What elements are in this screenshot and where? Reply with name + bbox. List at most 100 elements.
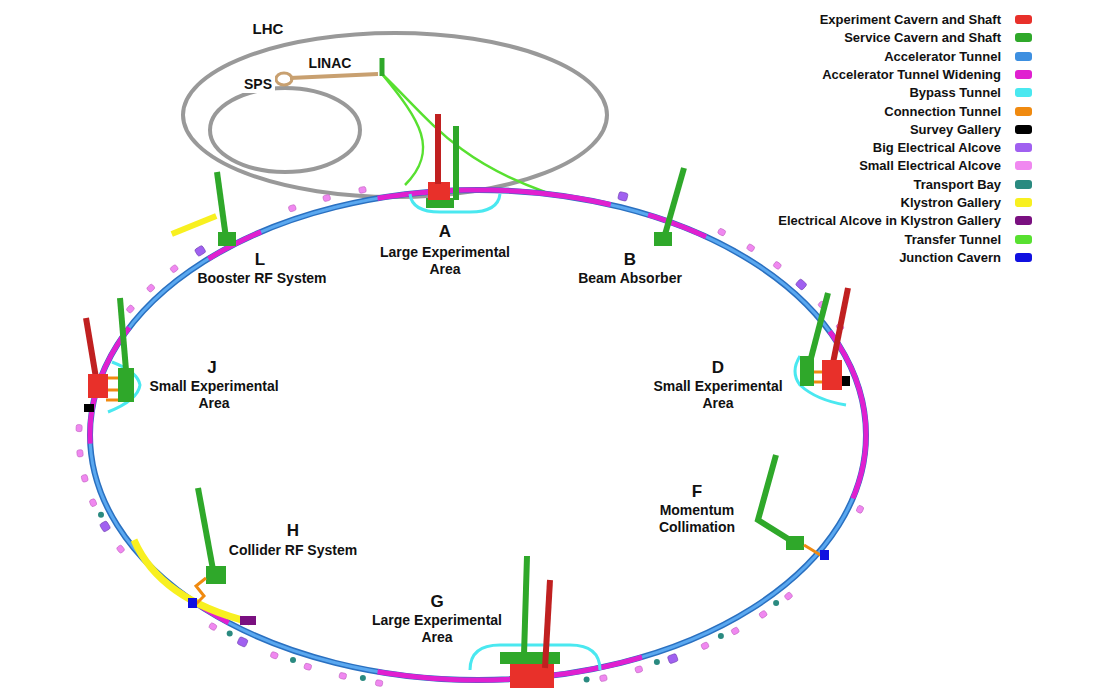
legend-text: Big Electrical Alcove: [873, 140, 1001, 155]
service-cavern: [786, 536, 804, 550]
area-label: Booster RF System: [187, 270, 337, 287]
small-electrical-alcove: [358, 186, 366, 193]
small-electrical-alcove: [717, 228, 726, 236]
legend-swatch: [1015, 161, 1032, 170]
service-shaft: [217, 172, 226, 238]
legend-swatch: [1015, 125, 1032, 134]
legend-row: Big Electrical Alcove: [873, 140, 1032, 155]
area-label: LINAC: [306, 55, 355, 72]
point-letter: B: [624, 250, 636, 270]
point-letter: J: [207, 358, 216, 378]
small-electrical-alcove: [208, 622, 217, 631]
klystron-gallery: [171, 213, 218, 237]
accelerator-tunnel: [90, 190, 866, 680]
experiment-cavern: [822, 360, 842, 390]
big-electrical-alcove: [795, 279, 807, 291]
legend-text: Bypass Tunnel: [909, 85, 1001, 100]
legend-swatch: [1015, 88, 1032, 97]
service-cavern: [118, 368, 134, 402]
legend-swatch: [1015, 198, 1032, 207]
legend-text: Connection Tunnel: [884, 104, 1001, 119]
legend-row: Junction Cavern: [899, 250, 1032, 265]
experiment-cavern: [428, 182, 450, 200]
junction-cavern: [188, 598, 197, 608]
big-electrical-alcove: [194, 245, 206, 257]
service-cavern: [206, 566, 226, 584]
bypass-tunnel: [108, 362, 140, 412]
point-letter: H: [287, 521, 299, 541]
transport-bay: [654, 659, 660, 665]
experiment-shaft: [545, 580, 550, 668]
small-electrical-alcove: [126, 304, 135, 313]
legend-row: Connection Tunnel: [884, 104, 1032, 119]
legend-text: Klystron Gallery: [901, 195, 1001, 210]
connection-tunnel: [804, 545, 822, 556]
survey-gallery: [842, 376, 850, 386]
transport-bay: [584, 676, 590, 682]
big-electrical-alcove: [99, 520, 110, 532]
point-letter: D: [712, 358, 724, 378]
small-electrical-alcove: [773, 261, 782, 270]
area-label: Beam Absorber: [565, 270, 695, 287]
point-letter: L: [255, 250, 265, 270]
legend-row: Klystron Gallery: [901, 195, 1032, 210]
legend-text: Transport Bay: [914, 177, 1001, 192]
legend-row: Small Electrical Alcove: [859, 158, 1032, 173]
lhc-ring: [183, 33, 607, 197]
experiment-shaft: [86, 318, 96, 378]
small-electrical-alcove: [784, 592, 793, 601]
legend-text: Survey Gallery: [910, 122, 1001, 137]
accelerator-tunnel: [90, 190, 866, 680]
legend-swatch: [1015, 235, 1032, 244]
small-electrical-alcove: [270, 651, 279, 659]
transport-bay: [718, 633, 724, 639]
ring-segment: [209, 232, 262, 259]
small-electrical-alcove: [856, 505, 864, 514]
big-electrical-alcove: [237, 636, 249, 647]
bypass-tunnel: [795, 356, 846, 405]
small-electrical-alcove: [76, 424, 82, 431]
legend-row: Transport Bay: [914, 177, 1032, 192]
big-electrical-alcove: [667, 653, 678, 664]
small-electrical-alcove: [288, 204, 297, 212]
transport-bay: [773, 600, 779, 606]
linac-loop: [276, 73, 292, 85]
legend-row: Transfer Tunnel: [904, 232, 1032, 247]
legend-text: Accelerator Tunnel: [884, 49, 1001, 64]
legend-swatch: [1015, 52, 1032, 61]
small-electrical-alcove: [746, 243, 755, 252]
service-cavern: [800, 356, 814, 386]
small-electrical-alcove: [81, 474, 89, 482]
legend-swatch: [1015, 107, 1032, 116]
point-letter: F: [692, 482, 702, 502]
small-electrical-alcove: [116, 544, 125, 553]
area-label: LHC: [250, 20, 287, 38]
sps-ring: [210, 88, 360, 172]
legend-swatch: [1015, 253, 1032, 262]
small-electrical-alcove: [170, 264, 179, 273]
area-label: SPS: [241, 76, 275, 93]
area-label: Momentum Collimation: [642, 502, 752, 536]
area-label: Large Experimental Area: [370, 244, 520, 278]
legend-text: Service Cavern and Shaft: [844, 30, 1001, 45]
small-electrical-alcove: [77, 449, 84, 457]
small-electrical-alcove: [339, 672, 347, 679]
big-electrical-alcove: [618, 191, 629, 201]
legend-text: Electrical Alcove in Klystron Gallery: [778, 213, 1001, 228]
legend-swatch: [1015, 143, 1032, 152]
survey-gallery: [84, 404, 94, 412]
legend-text: Accelerator Tunnel Widening: [822, 67, 1001, 82]
small-electrical-alcove: [323, 194, 331, 202]
legend-swatch: [1015, 33, 1032, 42]
small-electrical-alcove: [759, 610, 768, 619]
legend-row: Survey Gallery: [910, 122, 1032, 137]
legend-row: Bypass Tunnel: [909, 85, 1032, 100]
transport-bay: [227, 630, 233, 636]
legend-swatch: [1015, 15, 1032, 24]
legend-text: Experiment Cavern and Shaft: [820, 12, 1001, 27]
service-shaft: [120, 298, 126, 370]
klystron-alcove: [240, 616, 256, 625]
transport-bay: [290, 657, 296, 663]
legend-text: Transfer Tunnel: [904, 232, 1001, 247]
area-label: Large Experimental Area: [362, 612, 512, 646]
